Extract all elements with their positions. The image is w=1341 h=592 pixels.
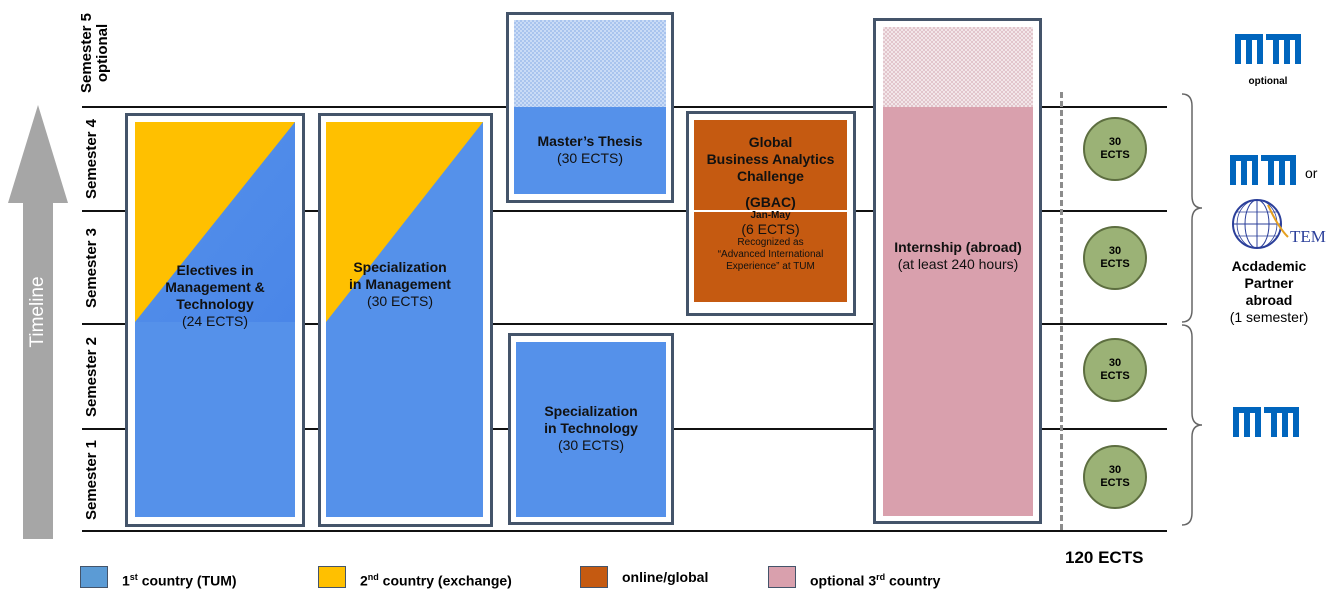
- line-bottom: [82, 530, 1167, 532]
- electives-block: [135, 122, 295, 517]
- legend-swatch-online: [580, 566, 608, 588]
- internship-optional-area: [883, 27, 1033, 107]
- brace-upper: [1181, 93, 1203, 323]
- tum-logo-icon-semester-1-2: [1233, 407, 1299, 437]
- internship-text: Internship (abroad) (at least 240 hours): [894, 239, 1022, 272]
- gbac-note: Recognized as “Advanced International Ex…: [717, 237, 824, 272]
- tum-logo-icon-optional: [1235, 34, 1301, 64]
- tem-globe-icon: [1232, 199, 1289, 249]
- tem-wordmark: TEM: [1290, 227, 1326, 246]
- internship-block: [883, 107, 1033, 516]
- semester-4-label: Semester 4: [83, 118, 100, 200]
- or-label: or: [1305, 165, 1318, 181]
- thesis-optional-area: [514, 20, 666, 107]
- gbac-dates: Jan-May: [750, 210, 791, 221]
- total-ects: 120 ECTS: [1065, 548, 1144, 567]
- electives-exchange-triangle: [135, 122, 295, 322]
- spec-mgmt-block: [326, 122, 483, 517]
- line-s4-s3: [82, 210, 1167, 212]
- legend-swatch-tum: [80, 566, 108, 588]
- gbac-title-3: Challenge: [737, 168, 804, 184]
- legend-swatch-exchange: [318, 566, 346, 588]
- gbac-title-4: (GBAC): [745, 194, 796, 210]
- electives-text: Electives in Management & Technology (24…: [165, 262, 265, 329]
- legend-label-optional: optional 3rd country: [810, 572, 941, 589]
- tum-logo-icon-semester-4: [1230, 155, 1296, 185]
- legend-label-online: online/global: [622, 569, 709, 585]
- spec-tech-block: [516, 342, 666, 517]
- semester-2-label: Semester 2: [83, 336, 100, 418]
- dashed-separator: [1060, 92, 1063, 530]
- spec-mgmt-text: Specialization in Management (30 ECTS): [349, 259, 451, 309]
- semester-1-label: Semester 1: [83, 439, 100, 521]
- timeline-arrow: [8, 105, 68, 539]
- timeline-label: Timeline: [27, 276, 48, 348]
- partner-label: Acdademic Partner abroad (1 semester): [1229, 258, 1309, 325]
- legend-swatch-optional: [768, 566, 796, 588]
- legend-label-tum: 1st country (TUM): [122, 572, 237, 589]
- thesis-block: [514, 107, 666, 194]
- gbac-ects: (6 ECTS): [741, 221, 800, 237]
- spec-mgmt-exchange-triangle: [326, 122, 483, 322]
- semester-3-label: Semester 3: [83, 227, 100, 309]
- spec-tech-text: Specialization in Technology (30 ECTS): [544, 403, 638, 453]
- brace-lower: [1181, 324, 1203, 526]
- gbac-title-1: Global: [748, 134, 793, 150]
- semester-5-label: Semester 5 optional: [78, 12, 111, 94]
- line-s3-s2: [82, 323, 1167, 325]
- tum-optional-label: optional: [1248, 76, 1288, 87]
- gbac-title-2: Business Analytics: [706, 151, 835, 167]
- legend-label-exchange: 2nd country (exchange): [360, 572, 512, 589]
- gbac-bottom-box: (GBAC) Jan-May (6 ECTS) Recognized as “A…: [694, 194, 847, 302]
- thesis-text: Master’s Thesis (30 ECTS): [537, 133, 643, 166]
- gbac-top-box: Global Business Analytics Challenge: [694, 120, 847, 210]
